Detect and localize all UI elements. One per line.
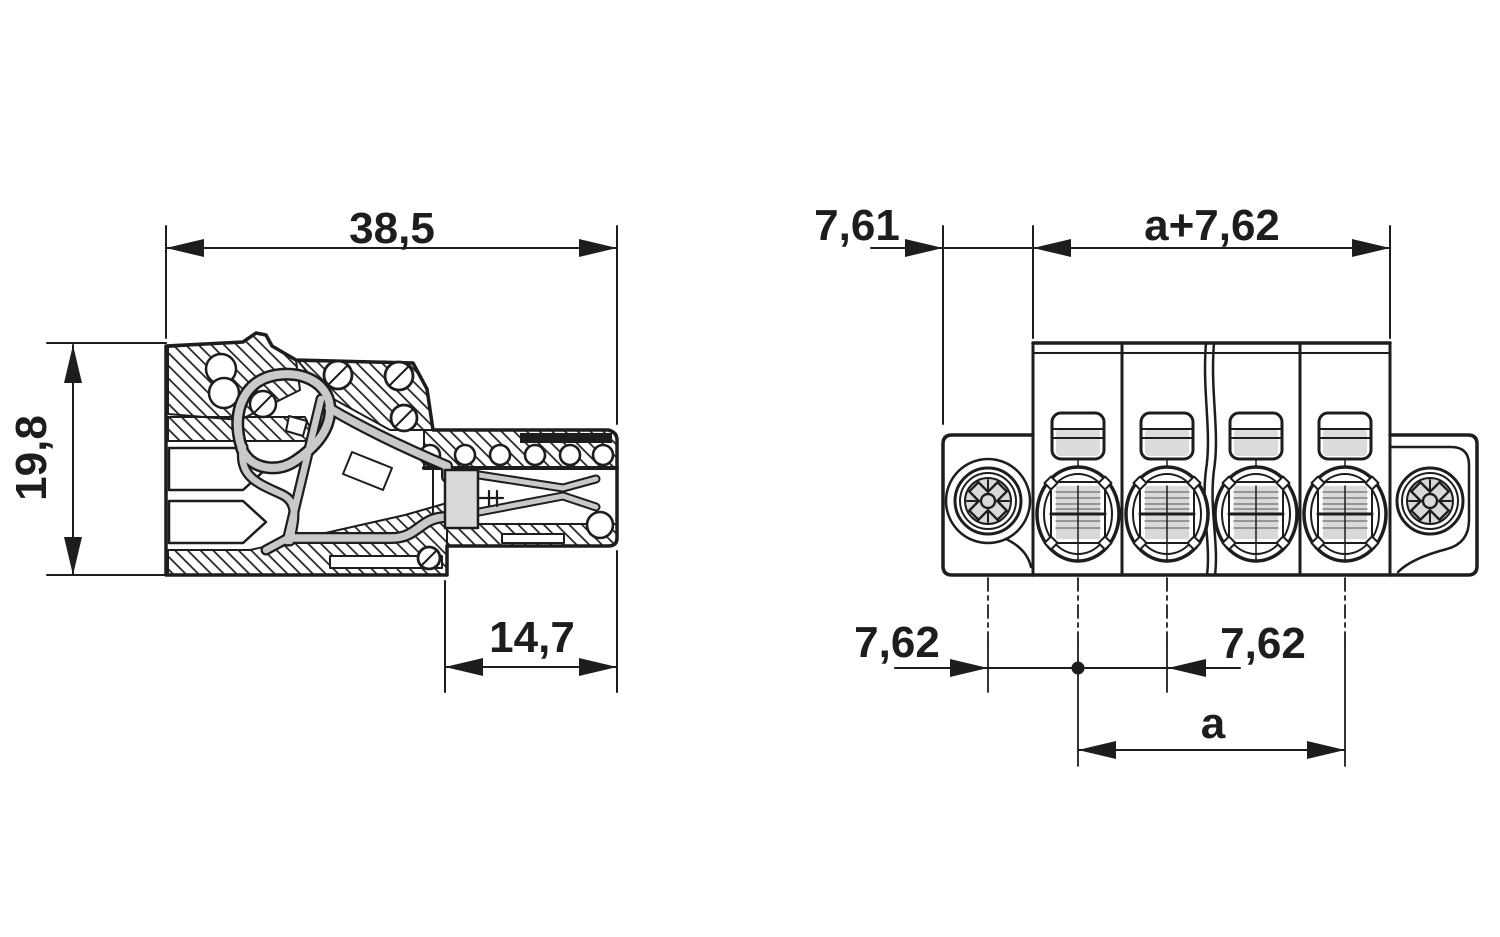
terminal-pole [1302, 411, 1388, 563]
plug-top-strip [520, 433, 612, 443]
dim-plug-depth: 14,7 [444, 550, 618, 693]
side-section-view: 38,5 19,8 14,7 [7, 204, 619, 693]
dim-overall-length-label: 38,5 [349, 204, 435, 253]
front-view: 7,61 a+7,62 [814, 201, 1479, 767]
dim-pole-pitch-label: 7,62 [1220, 619, 1306, 668]
terminal-pole [1213, 411, 1299, 563]
screw-pozidriv-icon [1395, 466, 1465, 536]
dim-overall-width: a+7,62 [1032, 201, 1391, 339]
pole-block [1031, 341, 1392, 577]
fixing-screws [953, 466, 1465, 536]
dim-flange-offset: 7,61 [814, 201, 1034, 425]
dim-overall-width-label: a+7,62 [1144, 201, 1280, 250]
terminal-pole [1035, 411, 1121, 563]
terminal-poles [1035, 411, 1388, 563]
dim-height-label: 19,8 [7, 415, 56, 501]
dim-plug-depth-label: 14,7 [489, 613, 575, 662]
clamp-inner-details [248, 389, 308, 437]
contact-block [443, 468, 505, 530]
terminal-pole [1124, 411, 1210, 563]
right-screw-boss [1388, 445, 1471, 574]
left-flange-corner [1004, 537, 1033, 569]
break-line [1203, 341, 1210, 577]
rail-circles [418, 443, 615, 540]
dim-flange-offset-label: 7,61 [814, 201, 900, 250]
left-screw-boss [944, 457, 1032, 545]
screw-pozidriv-icon [953, 466, 1023, 536]
centerlines [987, 577, 1346, 767]
dim-pole-span: a [1077, 699, 1346, 759]
dim-pole-span-label: a [1201, 699, 1226, 748]
dim-pitch: 7,62 7,62 [854, 618, 1306, 677]
dim-screw-to-pole-label: 7,62 [854, 618, 940, 667]
dim-height: 19,8 [7, 342, 167, 576]
section-circles [322, 359, 442, 571]
dim-overall-length: 38,5 [165, 204, 618, 425]
break-line [1211, 341, 1218, 577]
spring-clamp-core [233, 370, 599, 554]
